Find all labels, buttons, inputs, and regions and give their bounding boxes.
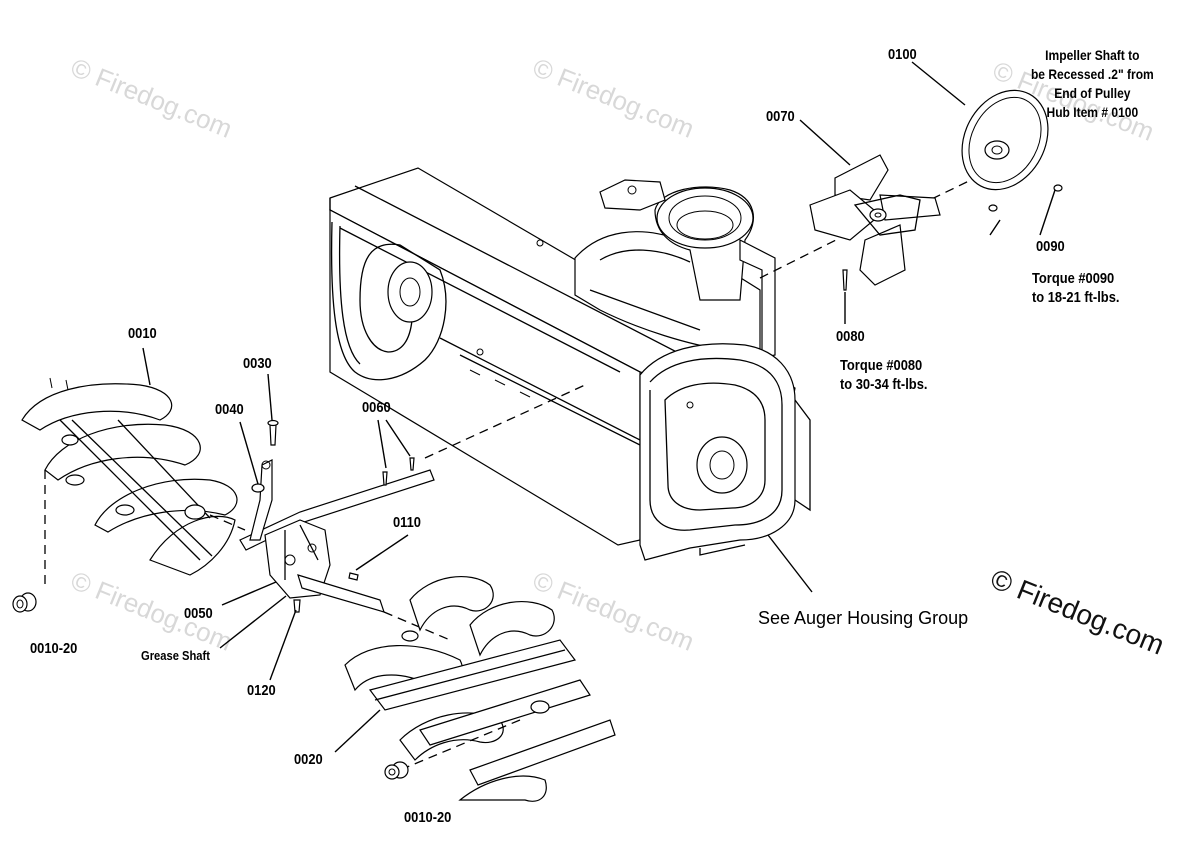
leader-lines [142,61,1056,753]
torque-0080-line1: Torque #0080 [840,357,923,374]
impeller [809,154,941,286]
pulley-axis-line [904,177,976,213]
callout-0030: 0030 [243,355,272,372]
auger-left-axis-2 [209,514,246,531]
callout-0040: 0040 [215,401,244,418]
auger-housing [329,167,811,561]
callout-0120: 0120 [247,682,276,699]
callout-0100: 0100 [888,46,917,63]
see-auger-housing-note: See Auger Housing Group [758,608,969,628]
callout-0050: 0050 [184,605,213,622]
torque-0090-line2: to 18-21 ft-lbs. [1032,289,1120,306]
impeller-note-line4: Hub Item # 0100 [1046,104,1139,120]
bushing-bottom [384,761,409,780]
callout-0010-20-left: 0010-20 [30,640,78,657]
auger-bottom-axis [399,719,521,771]
grease-shaft-note: Grease Shaft [141,648,210,663]
callout-0110: 0110 [393,514,421,531]
callout-0020: 0020 [294,751,323,768]
gearbox [239,459,435,613]
auger-bottom [344,576,616,802]
callout-0010: 0010 [128,325,157,342]
fasteners [251,184,1063,613]
torque-0080-line2: to 30-34 ft-lbs. [840,376,928,393]
torque-0090-note: Torque #0090 to 18-21 ft-lbs. [1032,269,1119,307]
callout-0060: 0060 [362,399,391,416]
impeller-note-line2: be Recessed .2" from [1030,66,1154,82]
callout-0080: 0080 [836,328,865,345]
callout-0070: 0070 [766,108,795,125]
impeller-note-line3: End of Pulley [1054,85,1131,101]
callout-0010-20-bottom: 0010-20 [404,809,452,826]
impeller-shaft-note: Impeller Shaft to be Recessed .2" from E… [1030,46,1155,122]
pulley [961,89,1049,191]
gearbox-axis [383,611,451,641]
bushing-left [12,592,37,613]
torque-0090-line1: Torque #0090 [1032,270,1115,287]
callout-0090: 0090 [1036,238,1065,255]
torque-0080-note: Torque #0080 to 30-34 ft-lbs. [840,356,927,394]
impeller-note-line1: Impeller Shaft to [1045,47,1140,63]
auger-left [21,377,238,576]
